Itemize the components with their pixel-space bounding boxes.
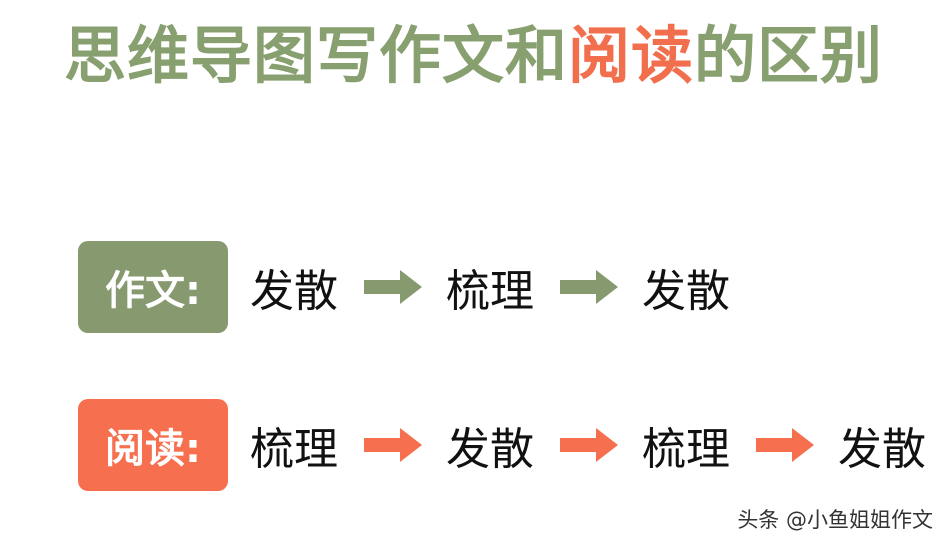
watermark: 头条 @小鱼姐姐作文 xyxy=(737,508,933,532)
right-arrow-icon xyxy=(560,270,618,304)
page-title: 思维导图写作文和阅读的区别 xyxy=(0,18,947,94)
reading-label-badge: 阅读: xyxy=(78,399,228,491)
writing-label-badge: 作文: xyxy=(78,241,228,333)
reading-step-2: 发散 xyxy=(446,424,534,475)
title-part2: 的区别 xyxy=(694,19,884,92)
reading-flow-row: 阅读: 梳理 发散 梳理 发散 xyxy=(78,399,930,491)
writing-step-3: 发散 xyxy=(642,266,730,317)
title-part1: 思维导图写作文和 xyxy=(63,19,568,92)
writing-flow-row: 作文: 发散 梳理 发散 xyxy=(78,241,734,333)
title-highlight: 阅读 xyxy=(567,19,694,92)
reading-step-1: 梳理 xyxy=(250,424,338,475)
writing-step-2: 梳理 xyxy=(446,266,534,317)
right-arrow-icon xyxy=(756,428,814,462)
right-arrow-icon xyxy=(364,270,422,304)
writing-step-1: 发散 xyxy=(250,266,338,317)
right-arrow-icon xyxy=(364,428,422,462)
reading-step-4: 发散 xyxy=(838,424,926,475)
reading-step-3: 梳理 xyxy=(642,424,730,475)
right-arrow-icon xyxy=(560,428,618,462)
